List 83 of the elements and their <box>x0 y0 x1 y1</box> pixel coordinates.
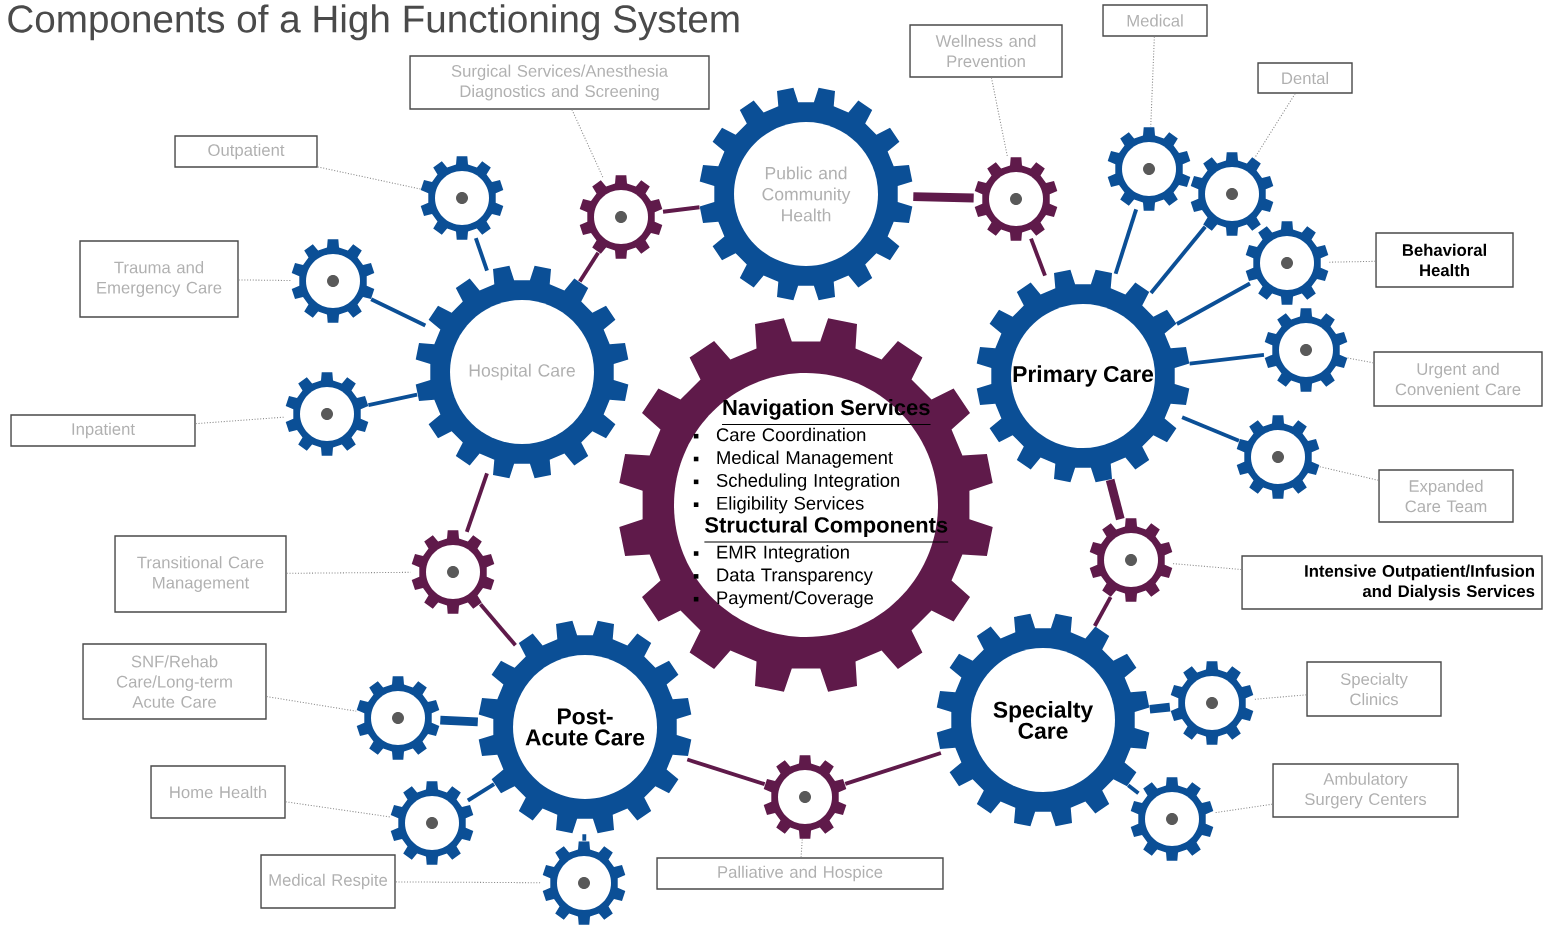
leader-line <box>238 279 292 282</box>
connector <box>1181 415 1240 443</box>
gear <box>763 755 847 839</box>
leader-line <box>990 77 1009 159</box>
label-box: Medical <box>1102 4 1208 37</box>
connector <box>1189 352 1265 366</box>
connector <box>479 602 517 647</box>
label-box: Dental <box>1257 62 1353 94</box>
label-box: Ambulatory Surgery Centers <box>1272 763 1459 818</box>
leader-line <box>800 838 803 858</box>
leader-line <box>1254 93 1296 159</box>
label-box: Expanded Care Team <box>1378 469 1514 523</box>
connector <box>582 834 587 841</box>
label-box: Intensive Outpatient/Infusion and Dialysis Services <box>1241 555 1543 610</box>
label-box: Trauma and Emergency Care <box>79 240 239 318</box>
connector <box>1175 281 1251 326</box>
gear <box>291 239 375 323</box>
leader-line <box>317 166 422 190</box>
gear: Specialty Care <box>936 613 1150 827</box>
connector <box>1113 208 1138 275</box>
label-box: Transitional Care Management <box>114 535 287 613</box>
leader-line <box>195 416 286 425</box>
leader-line <box>1172 563 1242 571</box>
gear <box>1107 127 1191 211</box>
connector <box>466 782 496 803</box>
gear: Hospital Care <box>415 265 629 479</box>
connector <box>578 251 600 283</box>
leader-line <box>1318 466 1379 481</box>
leader-line <box>1347 357 1374 364</box>
label-box: SNF/Rehab Care/Long-term Acute Care <box>82 643 267 720</box>
connector <box>370 297 427 328</box>
gear <box>1264 308 1348 392</box>
leader-line <box>571 109 604 179</box>
leader-line <box>1328 260 1376 263</box>
leader-line <box>395 881 543 884</box>
gear <box>285 372 369 456</box>
label-box: Surgical Services/Anesthesia Diagnostics and Screening <box>409 55 710 110</box>
connector <box>368 392 418 407</box>
connector <box>1105 478 1125 521</box>
gear <box>1089 518 1173 602</box>
connector <box>465 472 489 533</box>
gear <box>974 157 1058 241</box>
label-box: Wellness and Prevention <box>909 24 1063 78</box>
label-box: Home Health <box>150 765 286 819</box>
connector <box>686 757 766 786</box>
gear <box>1170 661 1254 745</box>
gear <box>1130 777 1214 861</box>
title: Components of a High Functioning System <box>8 4 739 41</box>
leader-line <box>1150 36 1155 128</box>
gear <box>579 175 663 259</box>
gear <box>411 530 495 614</box>
connector <box>913 192 974 203</box>
gear <box>1245 221 1329 305</box>
leader-line <box>286 571 412 574</box>
label-box: Palliative and Hospice <box>656 857 944 890</box>
connector <box>662 205 700 214</box>
leader-line <box>1253 694 1307 700</box>
leader-line <box>1213 803 1273 814</box>
label-box: Specialty Clinics <box>1306 661 1442 717</box>
gear <box>356 676 440 760</box>
connector <box>1126 783 1140 795</box>
gear <box>1236 415 1320 499</box>
connector <box>440 715 479 727</box>
label-box: Behavioral Health <box>1375 232 1514 288</box>
connector <box>1149 702 1171 714</box>
label-box: Inpatient <box>10 414 196 447</box>
label-box: Outpatient <box>174 135 318 168</box>
gear <box>420 156 504 240</box>
gear <box>390 781 474 865</box>
connector <box>1093 596 1113 627</box>
leader-line <box>285 801 391 818</box>
connector <box>1149 225 1207 295</box>
gear <box>1190 152 1274 236</box>
gear <box>542 841 626 925</box>
gear: Primary Care <box>976 269 1190 483</box>
connector <box>844 751 942 786</box>
label-box: Urgent and Convenient Care <box>1373 351 1543 407</box>
gear: Public and Community Health <box>699 87 913 301</box>
leader-line <box>266 696 357 712</box>
gear: Post-Acute Care <box>478 620 692 834</box>
connector <box>1029 237 1047 277</box>
label-box: Medical Respite <box>260 854 396 909</box>
connector <box>474 237 489 272</box>
